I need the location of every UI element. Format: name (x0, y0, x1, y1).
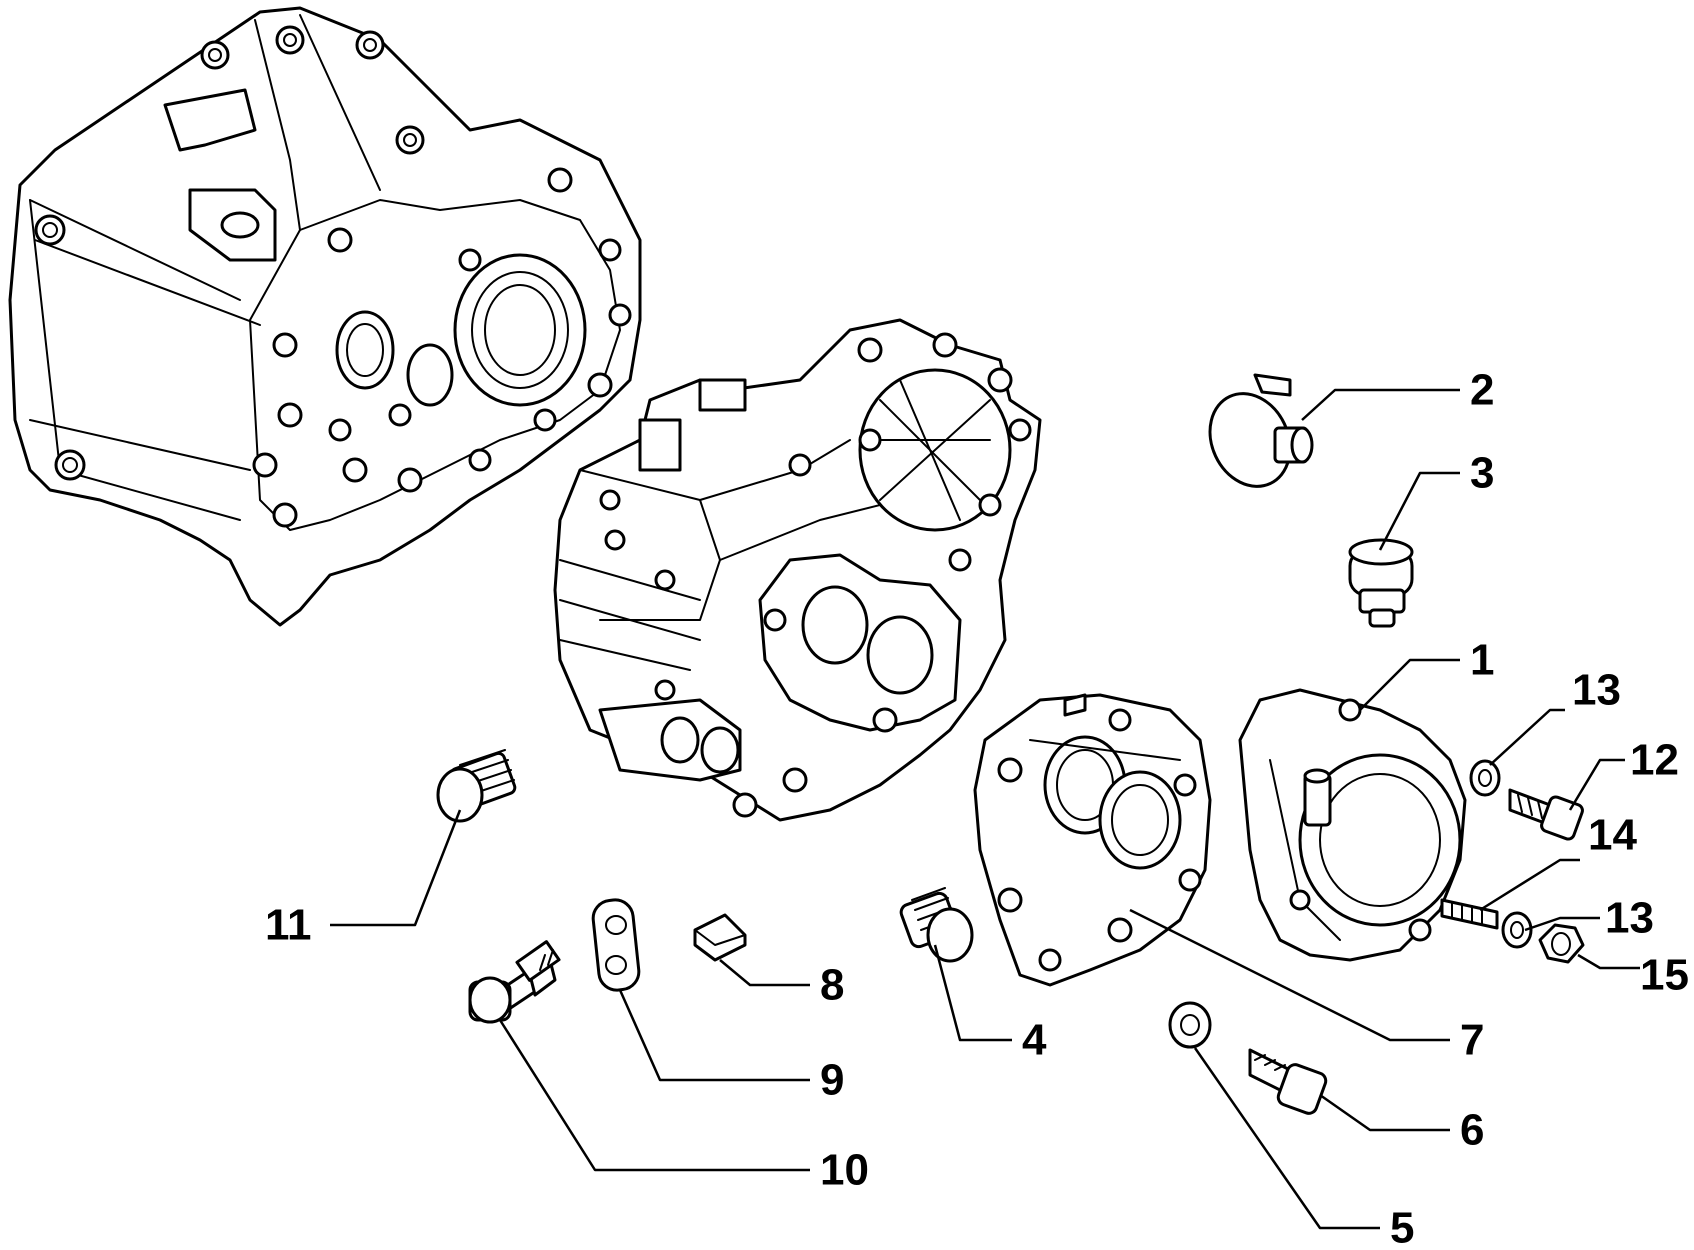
callout-8: 8 (820, 961, 844, 1010)
leader-7 (1129, 908, 1450, 1042)
callout-5: 5 (1390, 1204, 1414, 1250)
part-7-intermediate-plate (973, 693, 1212, 987)
callout-7: 7 (1460, 1016, 1484, 1065)
part-11-drain-plug (436, 749, 517, 823)
leader-10 (498, 1019, 810, 1172)
leader-15 (1577, 953, 1640, 970)
part-10-bolt (468, 940, 561, 1024)
callout-labels: 2 3 1 13 12 14 13 15 11 8 4 7 9 6 10 5 (265, 366, 1689, 1250)
callout-12: 12 (1630, 736, 1679, 785)
leader-4 (933, 944, 1012, 1042)
leader-1 (1359, 658, 1460, 711)
callout-1: 1 (1470, 636, 1494, 685)
part-3-plug (1348, 538, 1414, 628)
part-12-bolt (1508, 788, 1584, 841)
leader-11 (330, 809, 462, 927)
part-4-threaded-plug (899, 887, 974, 963)
leader-14 (1479, 858, 1580, 912)
callout-3: 3 (1470, 449, 1494, 498)
part-13b-washer (1501, 911, 1533, 949)
part-1-rear-cover (1238, 688, 1467, 962)
callout-15: 15 (1640, 951, 1689, 1000)
leader-12 (1568, 758, 1625, 811)
callout-11: 11 (265, 901, 312, 950)
callout-2: 2 (1470, 366, 1494, 415)
part-5-washer (1168, 1001, 1212, 1049)
part-6-bolt (1248, 1048, 1328, 1115)
clutch-housing (8, 6, 642, 627)
callout-10: 10 (820, 1146, 869, 1195)
callout-4: 4 (1022, 1016, 1047, 1065)
gearbox-casing (553, 318, 1042, 822)
leader-5 (1193, 1047, 1380, 1230)
part-14-stud (1440, 898, 1499, 930)
leader-8 (719, 959, 810, 987)
leader-2 (1301, 388, 1460, 421)
leader-9 (618, 989, 810, 1082)
part-15-nut (1538, 923, 1585, 964)
part-2-cap (1208, 373, 1314, 488)
callout-6: 6 (1460, 1106, 1484, 1155)
leader-13a (1489, 708, 1565, 766)
callout-13a: 13 (1572, 666, 1621, 715)
leader-6 (1319, 1093, 1450, 1132)
callout-14: 14 (1588, 811, 1637, 860)
part-13a-washer (1469, 759, 1501, 797)
part-8-pad (693, 913, 747, 962)
leader-3 (1378, 471, 1460, 551)
part-9-link-plate (591, 898, 641, 992)
callout-9: 9 (820, 1056, 844, 1105)
leader-13b (1524, 916, 1600, 932)
leader-lines (330, 388, 1640, 1230)
callout-13b: 13 (1605, 894, 1654, 943)
